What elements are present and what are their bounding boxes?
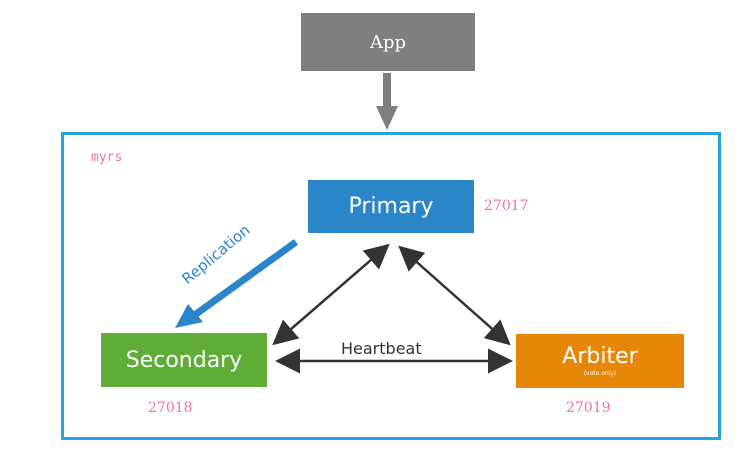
primary-label: Primary xyxy=(348,194,434,219)
secondary-node: Secondary xyxy=(101,333,267,387)
replica-set-container xyxy=(61,132,721,440)
app-arrow xyxy=(376,73,398,130)
secondary-label: Secondary xyxy=(125,347,243,373)
arbiter-node: Arbiter (vote only) xyxy=(516,334,684,388)
replica-set-name: myrs xyxy=(91,150,123,165)
arbiter-note: (vote only) xyxy=(583,369,617,377)
app-node: App xyxy=(301,13,475,71)
primary-port: 27017 xyxy=(484,198,529,214)
primary-arbiter-heartbeat-arrow xyxy=(398,245,511,346)
arbiter-label: Arbiter xyxy=(562,343,638,369)
app-label: App xyxy=(369,31,407,53)
replication-arrow xyxy=(175,239,299,328)
secondary-port: 27018 xyxy=(148,400,193,416)
primary-node: Primary xyxy=(308,180,474,233)
primary-secondary-heartbeat-arrow xyxy=(272,243,390,346)
arbiter-port: 27019 xyxy=(566,400,611,416)
heartbeat-label: Heartbeat xyxy=(341,339,422,358)
